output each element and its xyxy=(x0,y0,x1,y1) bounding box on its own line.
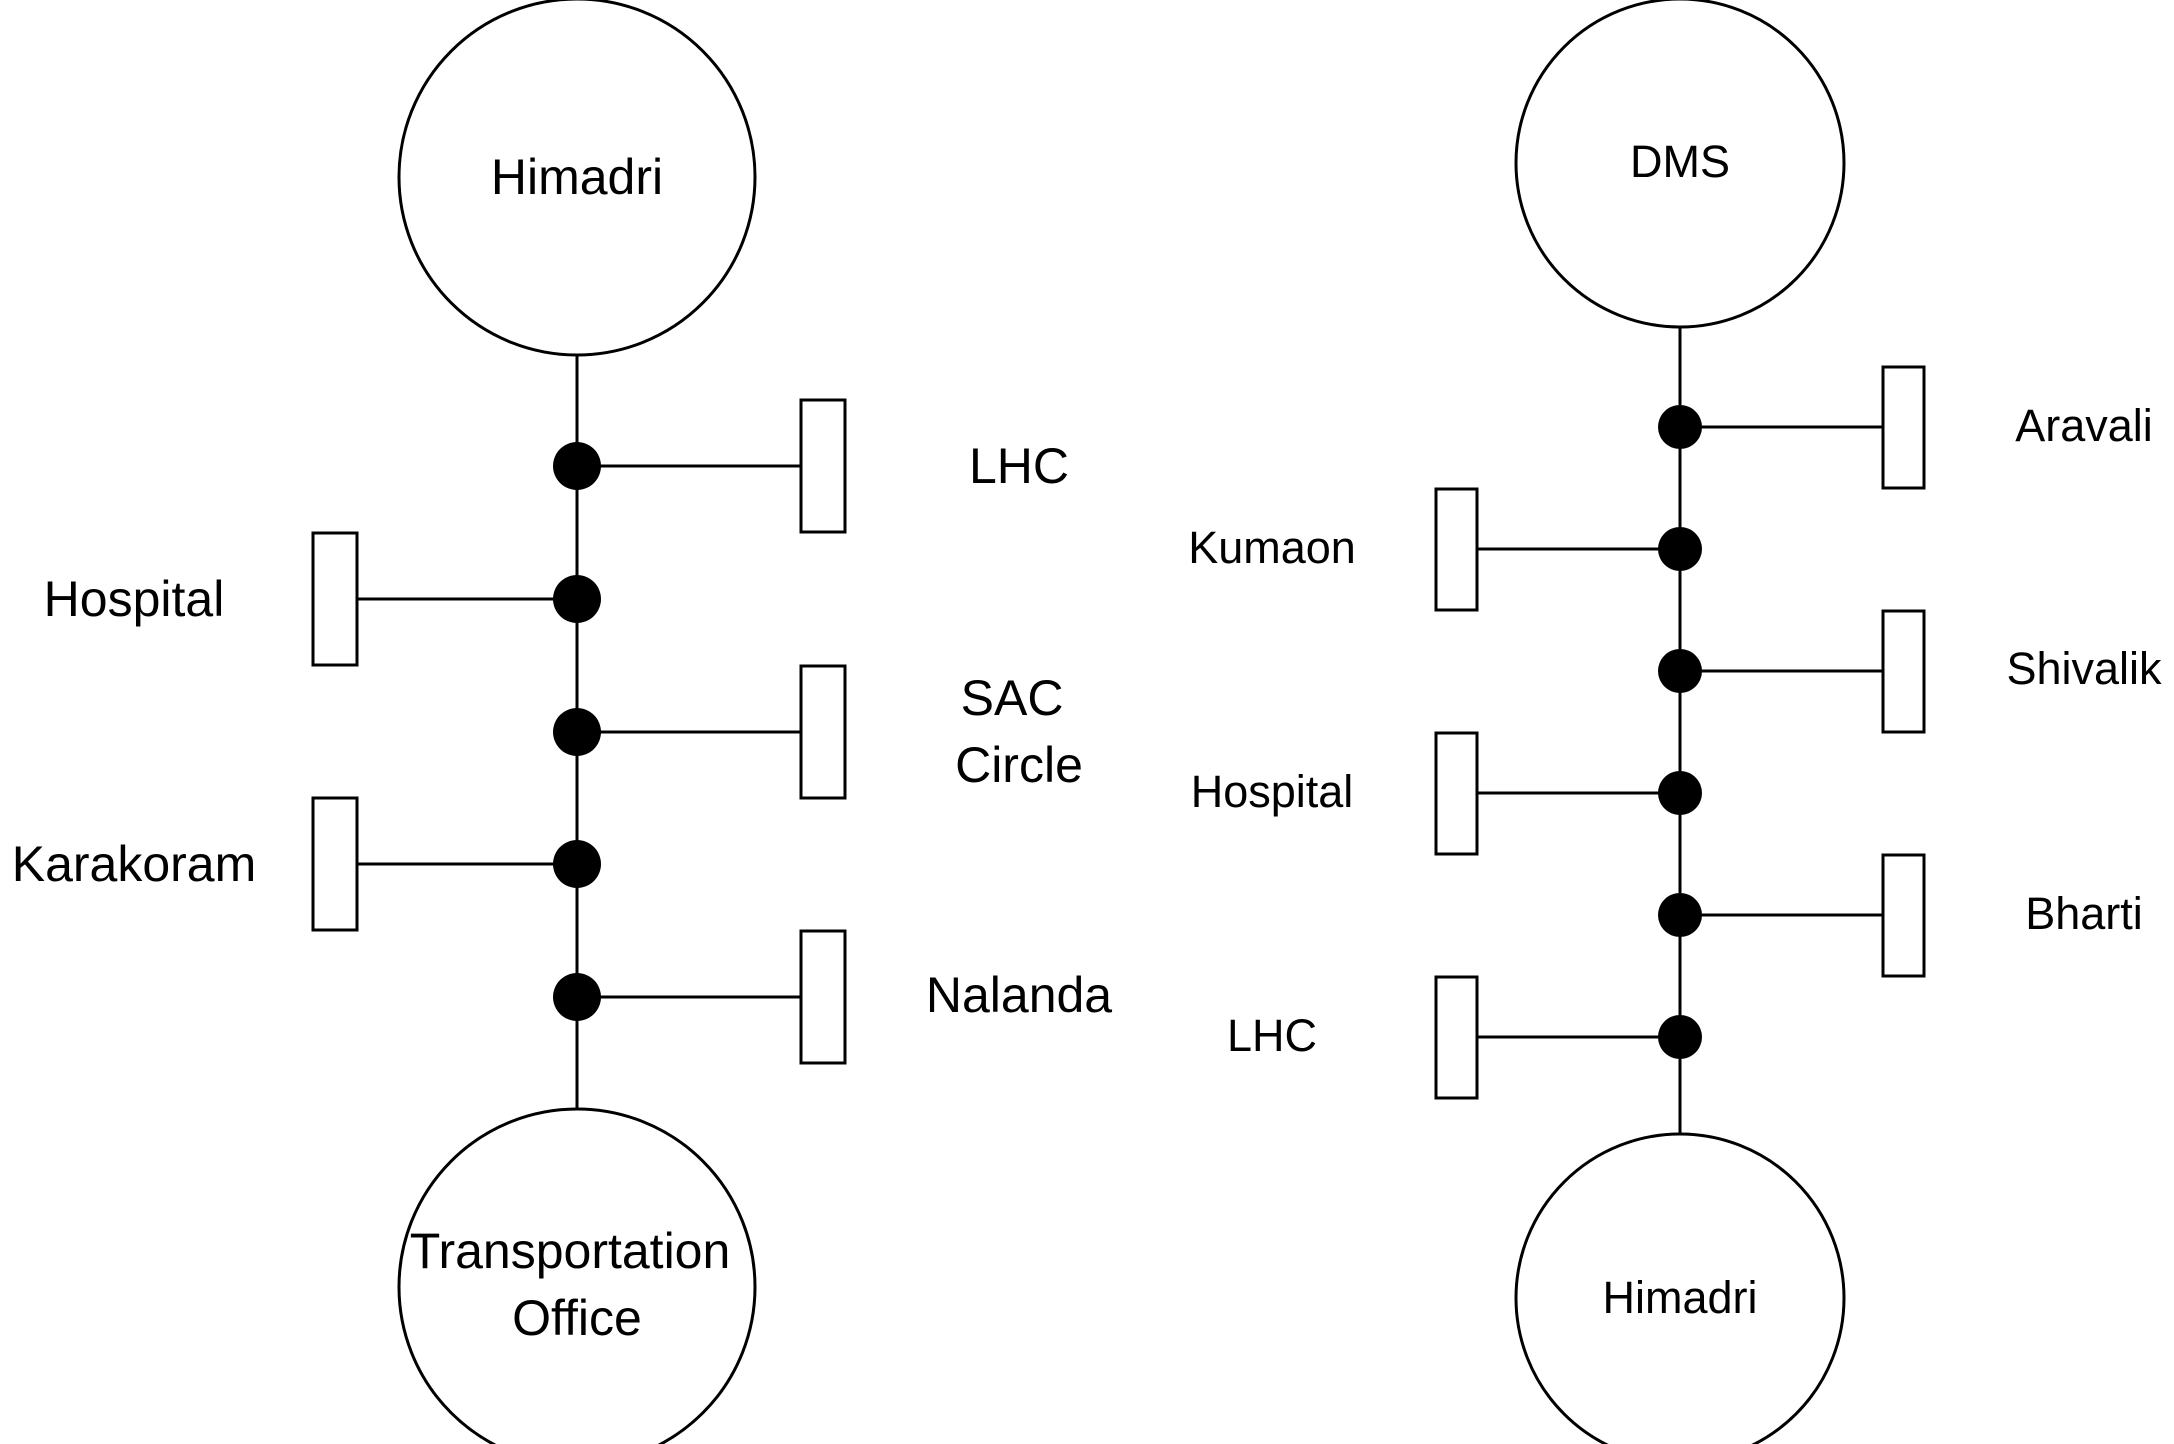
route-2-stop-2: Kumaon xyxy=(1188,487,1702,612)
stop-dot xyxy=(1658,1015,1702,1059)
station-circle xyxy=(1514,0,1846,329)
stop-dot xyxy=(1658,771,1702,815)
route-1-stop-5: Nalanda xyxy=(553,929,1112,1065)
stop-label: Karakoram xyxy=(12,836,257,892)
stop-marker xyxy=(311,531,359,667)
stop-dot xyxy=(553,973,601,1021)
station-label: DMS xyxy=(1630,136,1730,187)
stop-dot xyxy=(553,708,601,756)
station-label: Himadri xyxy=(491,149,663,205)
route-2-end-node: Himadri xyxy=(1514,1132,1846,1444)
stop-label: LHC xyxy=(969,438,1069,494)
stop-marker xyxy=(1434,487,1479,612)
stop-dot xyxy=(553,442,601,490)
stop-marker xyxy=(1434,975,1479,1100)
stop-dot xyxy=(1658,405,1702,449)
stop-dot xyxy=(553,840,601,888)
route-1-start-node: Himadri xyxy=(397,0,757,357)
route-2-stop-4: Hospital xyxy=(1191,731,1702,856)
stop-dot xyxy=(1658,649,1702,693)
stop-label: Bharti xyxy=(2025,888,2143,939)
stop-marker xyxy=(1881,365,1926,490)
stop-marker xyxy=(1434,731,1479,856)
stop-label: Hospital xyxy=(1191,766,1354,817)
station-circle xyxy=(1514,1132,1846,1444)
route-1-stop-1: LHC xyxy=(553,398,1069,534)
route-1: LHC Hospital SAC Circle xyxy=(12,0,1112,1444)
station-circle xyxy=(397,1107,757,1444)
route-2-start-node: DMS xyxy=(1514,0,1846,329)
route-2-stop-1: Aravali xyxy=(1658,365,2153,490)
station-label: Himadri xyxy=(1602,1272,1757,1323)
station-circle xyxy=(397,0,757,357)
stop-label: Aravali xyxy=(2015,400,2153,451)
stop-dot xyxy=(1658,527,1702,571)
route-1-stop-2: Hospital xyxy=(44,531,601,667)
stop-label: SAC Circle xyxy=(955,670,1083,793)
stop-marker xyxy=(799,398,847,534)
route-2-stop-5: Bharti xyxy=(1658,853,2143,978)
stop-dot xyxy=(553,575,601,623)
route-1-end-node: Transportation Office xyxy=(397,1107,757,1444)
route-2: Aravali Kumaon Shivalik xyxy=(1188,0,2162,1444)
route-1-stop-3: SAC Circle xyxy=(553,664,1083,800)
stop-label: LHC xyxy=(1227,1010,1317,1061)
stop-label: Hospital xyxy=(44,571,225,627)
stop-marker xyxy=(799,664,847,800)
stop-marker xyxy=(1881,609,1926,734)
stop-marker xyxy=(799,929,847,1065)
stop-label: Kumaon xyxy=(1188,522,1356,573)
station-label: Transportation Office xyxy=(410,1223,744,1346)
stop-label: Shivalik xyxy=(2006,643,2162,694)
stop-label: Nalanda xyxy=(926,967,1112,1023)
stop-dot xyxy=(1658,893,1702,937)
stop-marker xyxy=(311,796,359,932)
route-1-stop-4: Karakoram xyxy=(12,796,601,932)
route-2-stop-6: LHC xyxy=(1227,975,1702,1100)
stop-marker xyxy=(1881,853,1926,978)
route-2-stop-3: Shivalik xyxy=(1658,609,2162,734)
